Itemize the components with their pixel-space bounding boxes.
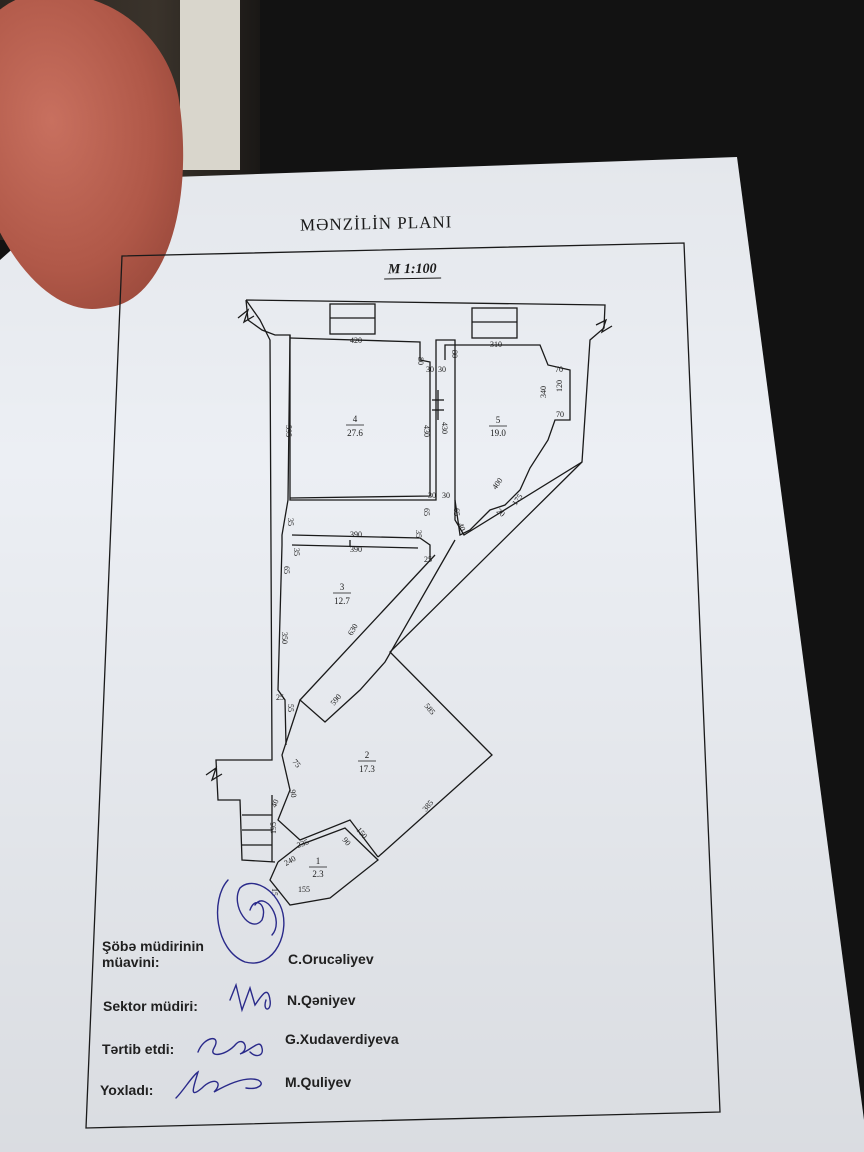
dim-430b: 430 xyxy=(440,422,449,434)
signature-label-1: Şöbə müdirinin müavini: xyxy=(102,938,204,970)
dim-590: 590 xyxy=(329,692,344,707)
room-5-walls xyxy=(444,344,571,536)
room-5-number: 5 xyxy=(496,415,501,425)
dim-420: 420 xyxy=(350,336,362,345)
dim-195: 195 xyxy=(269,822,278,834)
dim-385: 385 xyxy=(421,798,436,813)
diagonal-wall-left xyxy=(299,539,456,723)
signature-scribble-2 xyxy=(229,982,271,1013)
page-border xyxy=(85,242,721,1129)
dim-65c: 65 xyxy=(282,566,291,574)
dim-15: 15 xyxy=(270,888,279,896)
inner-wall-left xyxy=(277,334,291,746)
dim-25b: 25 xyxy=(276,693,284,702)
dim-65a: 65 xyxy=(452,508,461,516)
dim-90b: 90 xyxy=(340,836,352,848)
room-5-area: 19.0 xyxy=(490,428,506,438)
room-3-area: 12.7 xyxy=(334,596,350,606)
diagonal-wall-right xyxy=(377,461,583,858)
signature-label-2: Sektor müdiri: xyxy=(103,998,198,1014)
outer-wall-top xyxy=(245,299,606,536)
room-1-number: 1 xyxy=(316,856,321,866)
partition-wall-2 xyxy=(291,544,419,549)
dim-30c: 30 xyxy=(428,491,436,500)
room-2-area: 17.3 xyxy=(359,764,375,774)
dim-155: 155 xyxy=(298,885,310,894)
signature-name-2: N.Qəniyev xyxy=(287,992,356,1008)
room-1-walls xyxy=(269,827,379,906)
signature-name-3: G.Xudaverdiyeva xyxy=(285,1031,399,1047)
dim-40b: 40 xyxy=(269,798,280,809)
dim-70a: 70 xyxy=(555,365,563,374)
break-mark-2 xyxy=(595,318,613,334)
room-4-area: 27.6 xyxy=(347,428,363,438)
signature-name-4: M.Quliyev xyxy=(285,1074,352,1090)
dim-585a: 585 xyxy=(422,702,437,717)
dim-35b: 35 xyxy=(414,530,423,538)
handwritten-signatures xyxy=(175,879,285,1099)
dim-80a: 80 xyxy=(416,357,425,365)
room-2-number: 2 xyxy=(365,750,370,760)
dim-235: 235 xyxy=(296,837,310,850)
dim-310: 310 xyxy=(490,340,502,349)
signature-label-4: Yoxladı: xyxy=(100,1082,154,1098)
dim-390a: 390 xyxy=(350,530,362,539)
background-wall xyxy=(180,0,240,170)
dim-400: 400 xyxy=(490,476,504,491)
room-4-walls xyxy=(289,337,431,499)
break-mark-1 xyxy=(237,308,255,324)
dim-25a: 25 xyxy=(424,555,432,564)
room-3-number: 3 xyxy=(340,582,345,592)
dim-80b: 80 xyxy=(450,350,459,358)
dim-430a: 430 xyxy=(422,425,431,437)
room-2-walls xyxy=(277,699,379,858)
signature-label-3: Tərtib etdi: xyxy=(102,1041,175,1057)
dim-70b: 70 xyxy=(556,410,564,419)
room-1-area: 2.3 xyxy=(312,869,324,879)
dim-55: 55 xyxy=(286,704,295,712)
dim-30b: 30 xyxy=(438,365,446,374)
dim-65b: 65 xyxy=(422,508,431,516)
room-4-number: 4 xyxy=(353,414,358,424)
dim-30d: 30 xyxy=(442,491,450,500)
signature-scribble-3 xyxy=(197,1038,264,1057)
signature-name-1: C.Orucəliyev xyxy=(288,951,374,967)
window-marker-2 xyxy=(471,307,518,339)
dim-30a: 30 xyxy=(426,365,434,374)
dim-350: 350 xyxy=(280,632,289,644)
dim-40: 40 xyxy=(456,522,467,533)
signature-scribble-4 xyxy=(175,1070,262,1099)
dim-630: 630 xyxy=(346,622,360,637)
dim-90a: 90 xyxy=(288,789,298,798)
break-mark-3 xyxy=(205,766,223,782)
dim-35a: 35 xyxy=(286,518,295,526)
partition-wall xyxy=(291,534,431,560)
window-marker-1 xyxy=(329,303,376,335)
dim-595: 595 xyxy=(284,425,293,437)
dim-35c: 35 xyxy=(292,548,301,556)
dim-75: 75 xyxy=(290,758,302,770)
outer-wall-left xyxy=(215,299,276,863)
signature-scribble-1 xyxy=(216,879,285,964)
dim-20: 20 xyxy=(495,507,507,519)
dim-340: 340 xyxy=(539,386,548,398)
dim-120: 120 xyxy=(555,380,564,392)
dim-390b: 390 xyxy=(350,545,362,554)
